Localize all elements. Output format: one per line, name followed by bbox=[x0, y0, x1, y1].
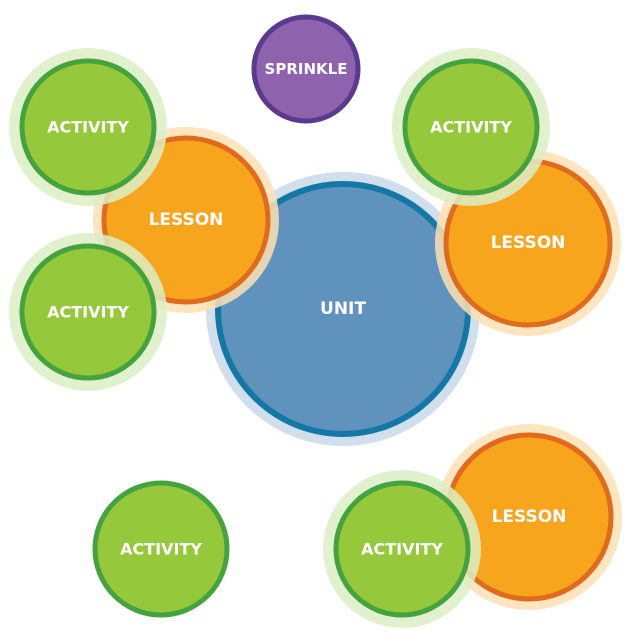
activity-node-top-left: ACTIVITY bbox=[9, 48, 167, 206]
activity-circle bbox=[92, 480, 230, 618]
activity-label: ACTIVITY bbox=[120, 540, 202, 559]
activity-node-top-right: ACTIVITY bbox=[392, 48, 550, 206]
activity-circle bbox=[333, 480, 471, 618]
activity-label: ACTIVITY bbox=[430, 118, 512, 137]
lesson-label: LESSON bbox=[149, 210, 224, 230]
activity-node-bottom-left: ACTIVITY bbox=[92, 480, 230, 618]
sprinkle-label: SPRINKLE bbox=[265, 60, 348, 78]
activity-label: ACTIVITY bbox=[47, 118, 129, 137]
activity-circle bbox=[19, 58, 157, 196]
activity-node-mid-left: ACTIVITY bbox=[9, 233, 167, 391]
activity-circle bbox=[402, 58, 540, 196]
sprinkle-circle bbox=[251, 14, 361, 124]
lesson-label: LESSON bbox=[491, 233, 566, 253]
activity-circle bbox=[19, 243, 157, 381]
activity-label: ACTIVITY bbox=[47, 303, 129, 322]
unit-label: UNIT bbox=[320, 299, 366, 319]
lesson-node-bottom-right: LESSON bbox=[436, 424, 622, 610]
sprinkle-node: SPRINKLE bbox=[251, 14, 361, 124]
lesson-label: LESSON bbox=[492, 507, 567, 527]
activity-label: ACTIVITY bbox=[361, 540, 443, 559]
activity-node-bottom-right: ACTIVITY bbox=[323, 470, 481, 628]
